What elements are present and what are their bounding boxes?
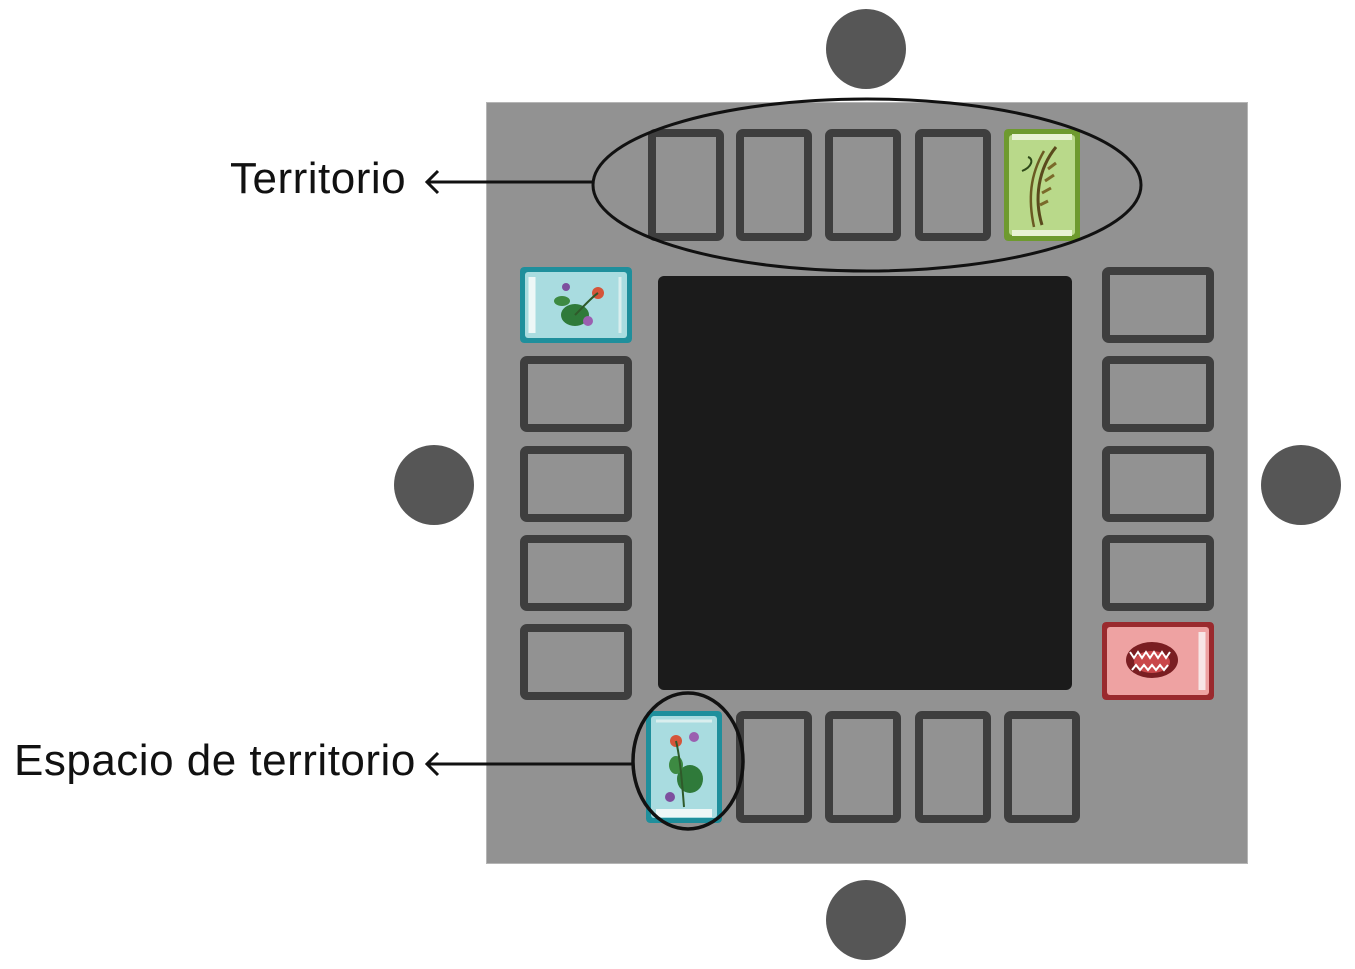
territory-card-left[interactable] bbox=[520, 267, 632, 343]
player-marker-right bbox=[1261, 445, 1341, 525]
wheat-icon bbox=[1004, 129, 1080, 241]
territory-slot-right-4[interactable] bbox=[1102, 535, 1214, 611]
territory-slot-right-1[interactable] bbox=[1102, 267, 1214, 343]
territory-slot-left-4[interactable] bbox=[520, 535, 632, 611]
territory-card-right[interactable] bbox=[1102, 622, 1214, 700]
territory-slot-right-3[interactable] bbox=[1102, 446, 1214, 522]
territory-slot-top-1[interactable] bbox=[648, 129, 724, 241]
territory-card-bottom[interactable] bbox=[646, 711, 722, 823]
mouth-icon bbox=[1102, 622, 1214, 700]
territory-space-arrow-head-icon bbox=[424, 751, 440, 777]
flower-icon bbox=[646, 711, 722, 823]
player-marker-left bbox=[394, 445, 474, 525]
territory-label: Territorio bbox=[230, 154, 407, 203]
territory-slot-bottom-3[interactable] bbox=[825, 711, 901, 823]
territory-slot-top-4[interactable] bbox=[915, 129, 991, 241]
territory-slot-left-5[interactable] bbox=[520, 624, 632, 700]
territory-slot-left-2[interactable] bbox=[520, 356, 632, 432]
territory-space-label: Espacio de territorio bbox=[14, 736, 416, 785]
territory-slot-top-2[interactable] bbox=[736, 129, 812, 241]
player-marker-bottom bbox=[826, 880, 906, 960]
player-marker-top bbox=[826, 9, 906, 89]
flower-icon bbox=[520, 267, 632, 343]
territory-slot-right-2[interactable] bbox=[1102, 356, 1214, 432]
center-play-area bbox=[658, 276, 1072, 690]
territory-card-top[interactable] bbox=[1004, 129, 1080, 241]
territory-arrow-head-icon bbox=[424, 169, 440, 195]
territory-slot-bottom-2[interactable] bbox=[736, 711, 812, 823]
territory-slot-bottom-4[interactable] bbox=[915, 711, 991, 823]
territory-slot-bottom-5[interactable] bbox=[1004, 711, 1080, 823]
territory-slot-left-3[interactable] bbox=[520, 446, 632, 522]
territory-slot-top-3[interactable] bbox=[825, 129, 901, 241]
